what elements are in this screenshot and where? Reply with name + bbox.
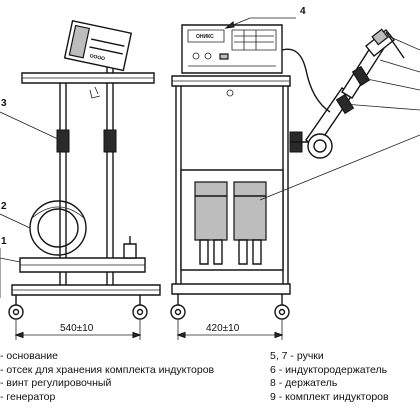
front-view: ОНИКС xyxy=(171,25,420,319)
callout-2: 2 xyxy=(1,201,7,212)
legend-item: 9 - комплект индукторов xyxy=(270,390,389,403)
legend-right: 5, 7 - ручки 6 - индуктородержатель 8 - … xyxy=(270,350,389,404)
post-clamp-left xyxy=(57,130,69,152)
dimension-lines: 540±10 420±10 xyxy=(16,320,282,340)
legend-item: - отсек для хранения комплекта индукторо… xyxy=(0,363,215,376)
wheel-left xyxy=(9,305,23,319)
svg-text:ОООО: ОООО xyxy=(89,53,106,62)
legend-item: - генератор xyxy=(0,390,56,403)
callout-1: 1 xyxy=(1,236,7,247)
panel-label: ОНИКС xyxy=(196,34,214,40)
wheel-right xyxy=(133,305,147,319)
cable xyxy=(282,49,330,112)
equipment-drawing: ОООО ОНИКС xyxy=(0,6,420,345)
dimension-right: 420±10 xyxy=(206,323,240,334)
front-base xyxy=(172,284,290,294)
display xyxy=(188,30,224,42)
legend-item: 5, 7 - ручки xyxy=(270,350,324,362)
callout-4: 4 xyxy=(300,6,306,17)
inductor-block-right xyxy=(234,182,266,240)
legend-item: 8 - держатель xyxy=(270,377,338,389)
post-clamp-right xyxy=(104,130,116,152)
inductor-block-left xyxy=(195,182,227,240)
legend-left: - основание - отсек для хранения комплек… xyxy=(0,350,214,404)
legend-item: - винт регулировочный xyxy=(0,377,112,389)
inductor-holder-arm xyxy=(306,29,404,158)
dimension-left: 540±10 xyxy=(60,323,94,334)
legend-item: - основание xyxy=(0,350,58,362)
inductor-ring xyxy=(308,134,332,158)
legend-item: 6 - индуктородержатель xyxy=(270,363,388,376)
side-view: ОООО xyxy=(9,21,160,319)
callouts: 4 3 2 1 xyxy=(0,6,306,298)
adjusting-screw xyxy=(124,244,136,258)
handheld-inductor-holder: ОООО xyxy=(65,21,132,71)
callout-3: 3 xyxy=(1,98,7,109)
